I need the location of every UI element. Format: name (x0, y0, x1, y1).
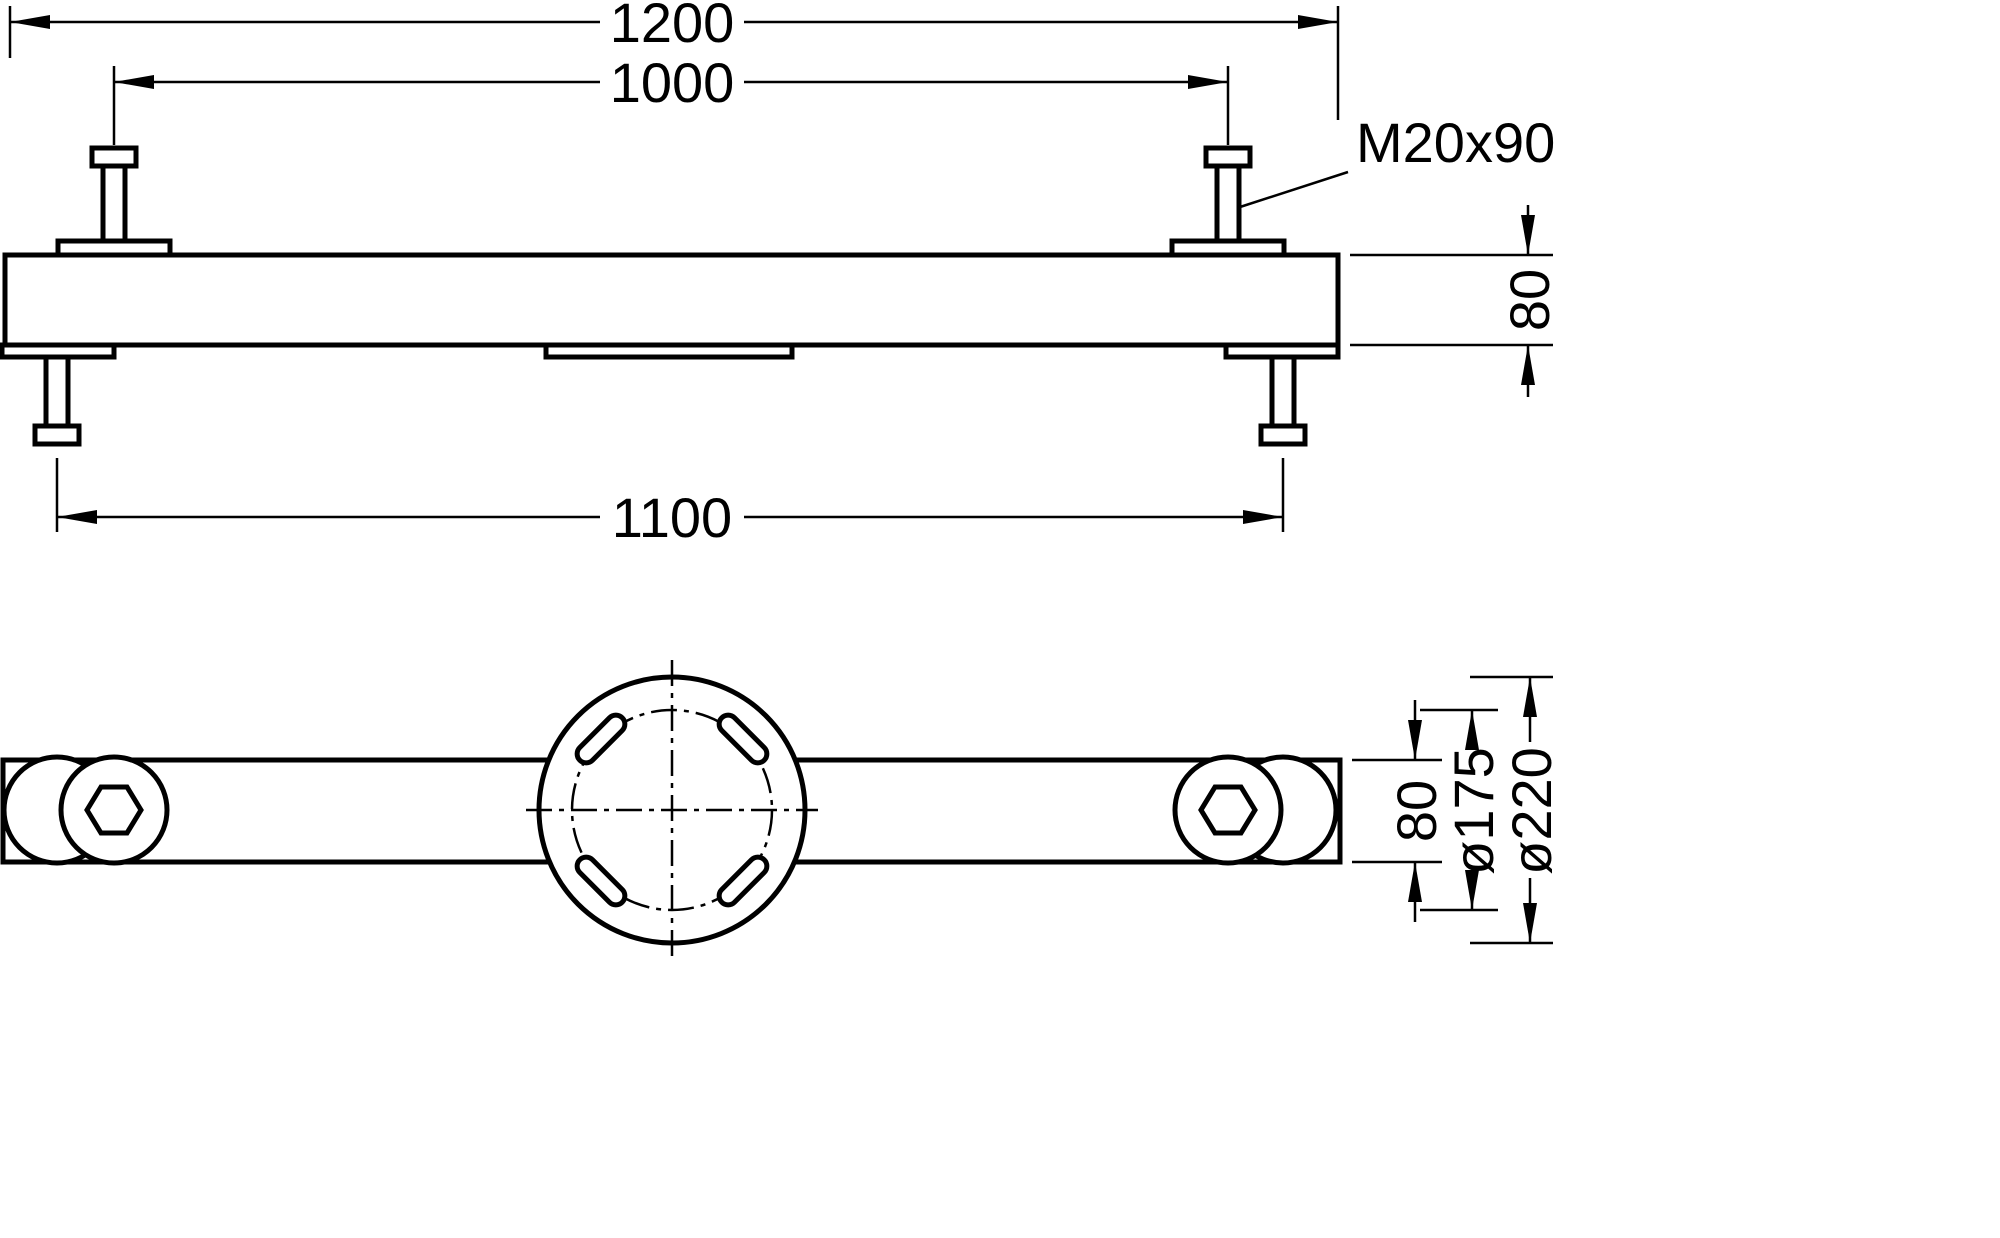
arrowhead-down (1523, 903, 1537, 943)
plan-bolt-right (1172, 754, 1339, 866)
bolt-shaft (1214, 163, 1242, 245)
dim-175-label: ø175 (1442, 747, 1505, 875)
dimension-flange-outer: ø220 (1470, 675, 1563, 945)
bolt-shaft (1269, 354, 1297, 429)
arrowhead-up (1521, 345, 1535, 385)
arrowhead-down (1521, 215, 1535, 255)
dimension-beam-height: 80 (1350, 205, 1561, 397)
hex-socket-icon (84, 784, 144, 836)
plan-view: 80 ø175 ø220 (0, 660, 1563, 960)
bottom-plate-center (543, 342, 795, 360)
arrowhead-up (1465, 710, 1479, 750)
arrowhead-down (1465, 870, 1479, 910)
arrowhead-left (57, 510, 97, 524)
beam-body (2, 252, 1341, 348)
bolt-spec-label: M20x90 (1356, 111, 1555, 174)
arrowhead-up (1408, 862, 1422, 902)
bolt-head (32, 423, 82, 447)
dimension-bolt-circle: ø175 (1420, 708, 1505, 912)
arrowhead-down (1408, 720, 1422, 760)
bolt-circle-centerline (570, 708, 774, 912)
dim-1000-label: 1000 (610, 51, 735, 114)
bolt-head (89, 145, 139, 169)
slot-hole-lower-left (574, 854, 628, 908)
bolt-head (1258, 423, 1308, 447)
slot-hole-lower-right (716, 854, 770, 908)
dim-1100-label: 1100 (612, 486, 732, 549)
bolt-shaft (100, 163, 128, 245)
dim-1200-label: 1200 (610, 0, 735, 54)
top-bolt-left (55, 145, 173, 258)
dimension-overall-length: 1200 (8, 0, 1340, 120)
dimension-bar-width: 80 (1352, 700, 1448, 922)
dimension-top-bolt-spacing: 1000 (112, 51, 1230, 145)
slot-hole-upper-left (574, 712, 628, 766)
hex-socket-icon (1198, 784, 1258, 836)
bolt-head (1203, 145, 1253, 169)
front-bolt-circle (58, 754, 170, 866)
dimension-bottom-bolt-spacing: 1100 (55, 458, 1285, 549)
bolt-shaft (43, 354, 71, 429)
bottom-bolt-left (32, 354, 82, 447)
front-view: 1200 1000 1100 M20x90 (0, 0, 1561, 549)
arrowhead-right (1298, 15, 1338, 29)
arrowhead-up (1523, 677, 1537, 717)
top-bolt-right (1169, 145, 1287, 258)
front-bolt-circle (1172, 754, 1284, 866)
arrowhead-right (1243, 510, 1283, 524)
leader-line (1239, 170, 1349, 209)
arrowhead-left (114, 75, 154, 89)
plan-bolt-left (1, 754, 170, 866)
dim-80-front-label: 80 (1498, 269, 1561, 331)
arrowhead-left (10, 15, 50, 29)
arrowhead-right (1188, 75, 1228, 89)
dim-220-label: ø220 (1500, 747, 1563, 875)
bolt-spec-callout: M20x90 (1239, 111, 1555, 209)
dim-80-plan-label: 80 (1385, 780, 1448, 842)
center-flange (526, 660, 818, 960)
bottom-bolt-right (1258, 354, 1308, 447)
slot-hole-upper-right (716, 712, 770, 766)
